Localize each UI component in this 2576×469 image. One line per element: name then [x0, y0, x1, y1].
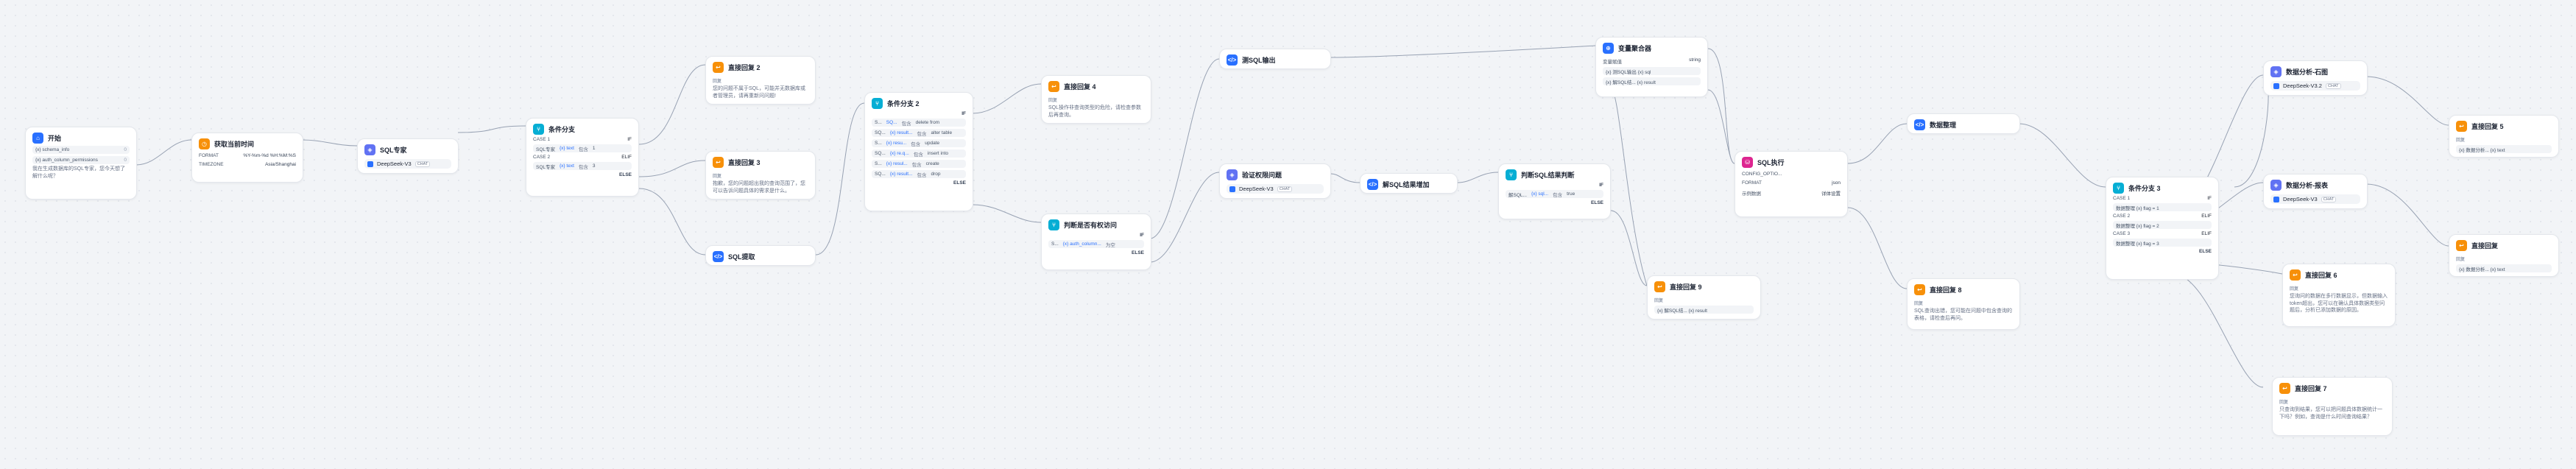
edge: [135, 139, 192, 166]
reply-icon: ↩: [2290, 269, 2301, 281]
clock-icon: ◷: [199, 138, 210, 149]
reply-node-4[interactable]: ↩直接回复 4 回复 SQL操作非查询类型的危险，请检查参数后再查询。: [1041, 75, 1151, 124]
edge: [1707, 89, 1735, 164]
edge: [2018, 123, 2106, 188]
edge: [2173, 273, 2264, 388]
edge: [457, 125, 526, 133]
code-icon: </>: [1367, 178, 1378, 190]
edge: [2365, 76, 2449, 126]
parse-sql-node[interactable]: </>解SQL结果增加: [1360, 173, 1458, 194]
reply-node-3[interactable]: ↩直接回复 3 回复 抱歉，您的问题超出我的查询范围了，您可以告诉问题具体的需求…: [705, 151, 816, 200]
reply-node-5[interactable]: ↩直接回复 5 回复 {x} 数据分析... {x} text: [2449, 115, 2559, 158]
reply-icon: ↩: [2279, 382, 2290, 394]
reply-icon: ↩: [1654, 281, 1665, 292]
brain-icon: ◈: [364, 144, 375, 155]
edge: [301, 139, 358, 147]
branch-icon: ⑂: [1048, 219, 1059, 230]
edge: [1457, 172, 1499, 183]
reply-node-6[interactable]: ↩直接回复 6 回复 您询问的数据在多行数据显示，但数据输入token超出，您可…: [2282, 264, 2396, 327]
edge: [638, 64, 706, 145]
code-icon: </>: [1227, 54, 1238, 66]
brain-icon: ◈: [1227, 169, 1238, 180]
merge-icon: ⊕: [1603, 42, 1614, 54]
judge-auth-node[interactable]: ⑂判断是否有权访问 IF S...{x} auth_column...为空 EL…: [1041, 214, 1151, 270]
edge: [2365, 183, 2449, 247]
edge: [972, 204, 1042, 223]
reply-icon: ↩: [2456, 120, 2467, 132]
reply-icon: ↩: [713, 156, 724, 168]
edge: [1610, 210, 1648, 286]
edge: [1330, 45, 1596, 58]
sql-extract-node[interactable]: </>SQL提取: [705, 245, 816, 266]
edge: [1149, 58, 1220, 239]
edge: [815, 102, 865, 255]
reply-icon: ↩: [1914, 283, 1925, 295]
database-icon: ⛁: [1742, 156, 1753, 168]
edge: [638, 160, 706, 177]
code-icon: </>: [1914, 119, 1925, 130]
deepseek-icon: [2273, 82, 2279, 89]
data-process-node[interactable]: </>数据整理: [1907, 113, 2020, 134]
edge: [1610, 88, 1648, 286]
branch-icon: ⑂: [1506, 169, 1517, 180]
deepseek-icon: [367, 161, 373, 167]
test-sql-node[interactable]: </>测SQL输出: [1219, 49, 1331, 69]
code-icon: </>: [713, 250, 724, 262]
edge: [1149, 172, 1220, 263]
reply-icon: ↩: [2456, 239, 2467, 251]
reply-node-9[interactable]: ↩直接回复 9 回复 {x} 解SQL结... {x} result: [1647, 275, 1761, 320]
edge: [1330, 173, 1361, 183]
branch-icon: ⑂: [2113, 182, 2124, 194]
get-time-node[interactable]: ◷获取当前时间 FORMAT%Y-%m-%d %H:%M:%S TIMEZONE…: [191, 133, 303, 183]
variable-row: {x} 测SQL输出 {x} sql: [1603, 67, 1701, 75]
edge: [1707, 48, 1735, 164]
branch-icon: ⑂: [872, 97, 883, 109]
edge: [1847, 123, 1908, 164]
opening-statement: 我在生成数据库的SQL专家，您今天想了解什么呢？: [32, 166, 126, 179]
deepseek-icon: [1229, 186, 1235, 192]
edge: [1847, 207, 1908, 289]
reply-icon: ↩: [713, 61, 724, 73]
reply-node-7[interactable]: ↩直接回复 7 回复 只查询到结果，您可以把问题具体数据统计一下吗？例如，查询是…: [2272, 377, 2393, 436]
reply-icon: ↩: [1048, 80, 1059, 92]
home-icon: ⌂: [32, 132, 43, 144]
variable-row: {x} 解SQL结... {x} result: [1603, 77, 1701, 85]
brain-icon: ◈: [2270, 179, 2282, 191]
deepseek-icon: [2273, 196, 2279, 202]
reply-node-2[interactable]: ↩直接回复 2 回复 您的问题不属于SQL，可能并无数据库或者管理员，请再重新问…: [705, 56, 816, 105]
edge: [638, 188, 706, 255]
reply-node-8[interactable]: ↩直接回复 8 回复 SQL查询出错，您可能在问题中包含查询的表格，请检查后再问…: [1907, 278, 2020, 330]
reply-node[interactable]: ↩直接回复 回复 {x} 数据分析... {x} text: [2449, 234, 2559, 277]
branch-icon: ⑂: [533, 123, 544, 135]
edge: [972, 83, 1042, 114]
brain-icon: ◈: [2270, 66, 2282, 77]
node-title: 开始: [48, 134, 62, 142]
